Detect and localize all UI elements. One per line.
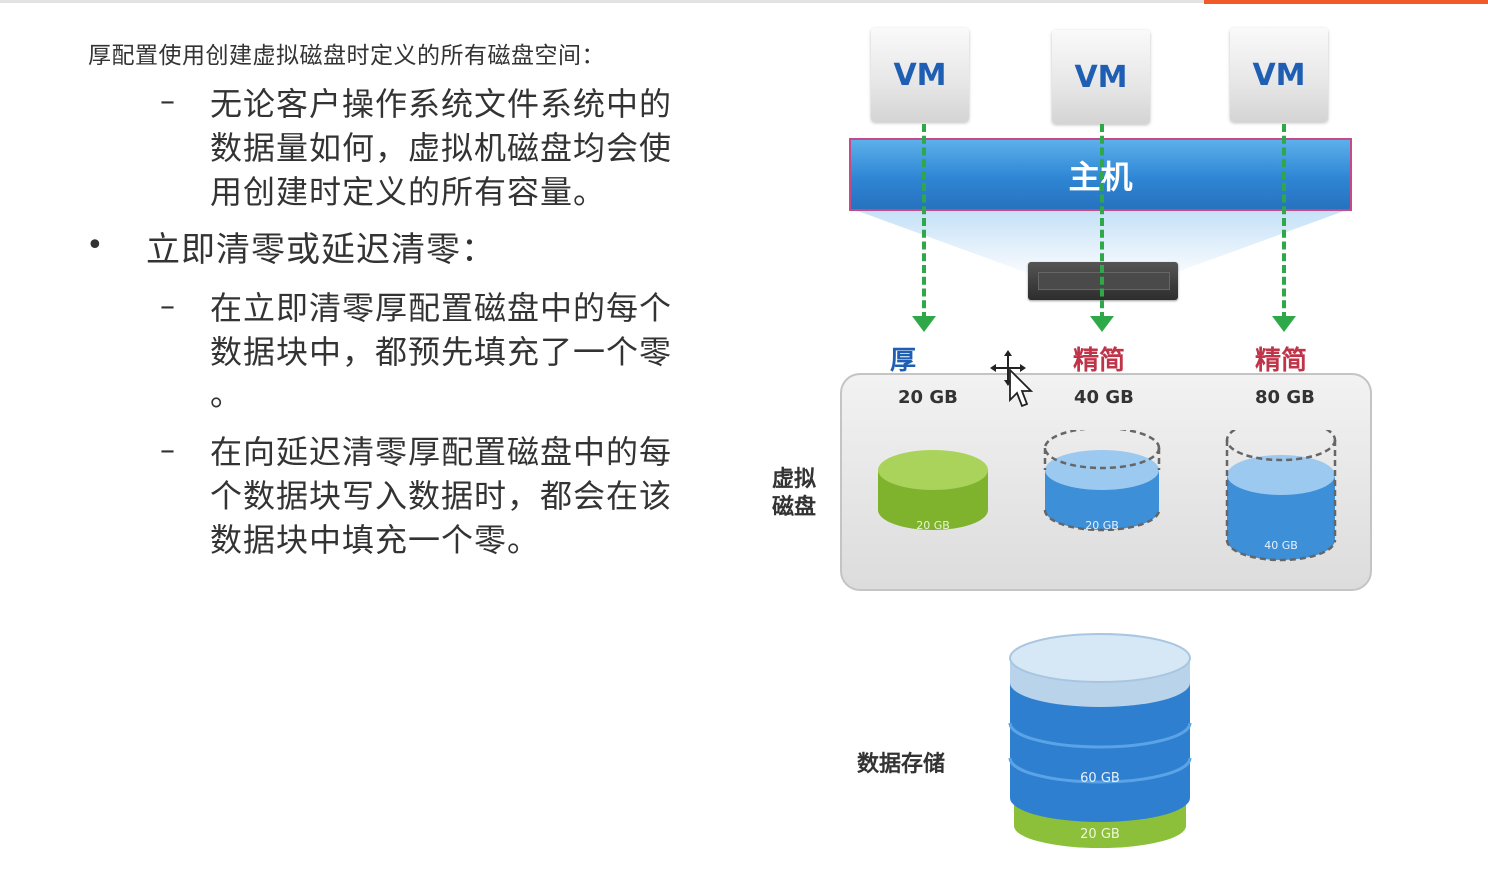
bullet-marker: •	[86, 228, 104, 263]
arrow-line	[1100, 124, 1104, 320]
sub3-line-3: 数据块中填充一个零。	[210, 521, 541, 559]
thin-disk-icon: 40 GB	[1225, 430, 1337, 562]
virtual-disk-label-line: 磁盘	[772, 495, 817, 520]
vm-box: VM	[1230, 28, 1328, 122]
datastore-label: 数据存储	[857, 752, 946, 777]
datastore-used-label: 60 GB	[1080, 771, 1120, 786]
thin-disk-icon: 20 GB	[1043, 430, 1161, 532]
thin-used-label: 40 GB	[1264, 539, 1298, 552]
sub1-line-3: 用创建时定义的所有容量。	[210, 173, 607, 211]
dash-marker: –	[160, 433, 175, 468]
vm-box: VM	[871, 28, 969, 122]
sub2-line-3: 。	[210, 375, 244, 413]
datastore-used-label: 20 GB	[1080, 827, 1120, 842]
bullet2-text: 立即清零或延迟清零：	[146, 230, 496, 270]
arrow-head	[1272, 316, 1296, 332]
vm-box: VM	[1052, 30, 1150, 124]
thin-label: 精简	[1073, 346, 1126, 376]
arrow-line	[1282, 124, 1286, 320]
thin-label: 精简	[1255, 346, 1308, 376]
capacity-label: 20 GB	[898, 387, 958, 408]
sub1-line-1: 无论客户操作系统文件系统中的	[210, 85, 673, 123]
sub3-line-2: 个数据块写入数据时，都会在该	[210, 477, 673, 515]
capacity-label: 40 GB	[1074, 387, 1134, 408]
arrow-head	[912, 316, 936, 332]
sub1-line-2: 数据量如何，虚拟机磁盘均会使	[210, 129, 673, 167]
sub3-line-1: 在向延迟清零厚配置磁盘中的每	[210, 433, 673, 471]
virtual-disk-label-line: 虚拟	[772, 467, 817, 492]
intro-text: 厚配置使用创建虚拟磁盘时定义的所有磁盘空间：	[88, 43, 605, 69]
virtual-disk-label: 虚拟 磁盘	[772, 466, 816, 522]
disk-cylinders: 20 GB 20 GB 40 GB	[878, 430, 1337, 562]
top-accent-bar	[1204, 0, 1488, 4]
arrow-line	[922, 124, 926, 320]
thin-used-label: 20 GB	[1085, 519, 1119, 532]
capacity-label: 80 GB	[1255, 387, 1315, 408]
move-cursor-icon	[990, 350, 1034, 408]
sub2-line-1: 在立即清零厚配置磁盘中的每个	[210, 289, 673, 327]
top-border	[0, 0, 1488, 3]
dash-marker: –	[160, 289, 175, 324]
datastore-cylinder-icon: 60 GB 20 GB	[1008, 633, 1192, 848]
thick-used-label: 20 GB	[916, 519, 950, 532]
thick-disk-icon: 20 GB	[878, 450, 988, 532]
thick-label: 厚	[890, 346, 917, 376]
arrow-head	[1090, 316, 1114, 332]
sub2-line-2: 数据块中，都预先填充了一个零	[210, 333, 673, 371]
dash-marker: –	[160, 84, 175, 119]
